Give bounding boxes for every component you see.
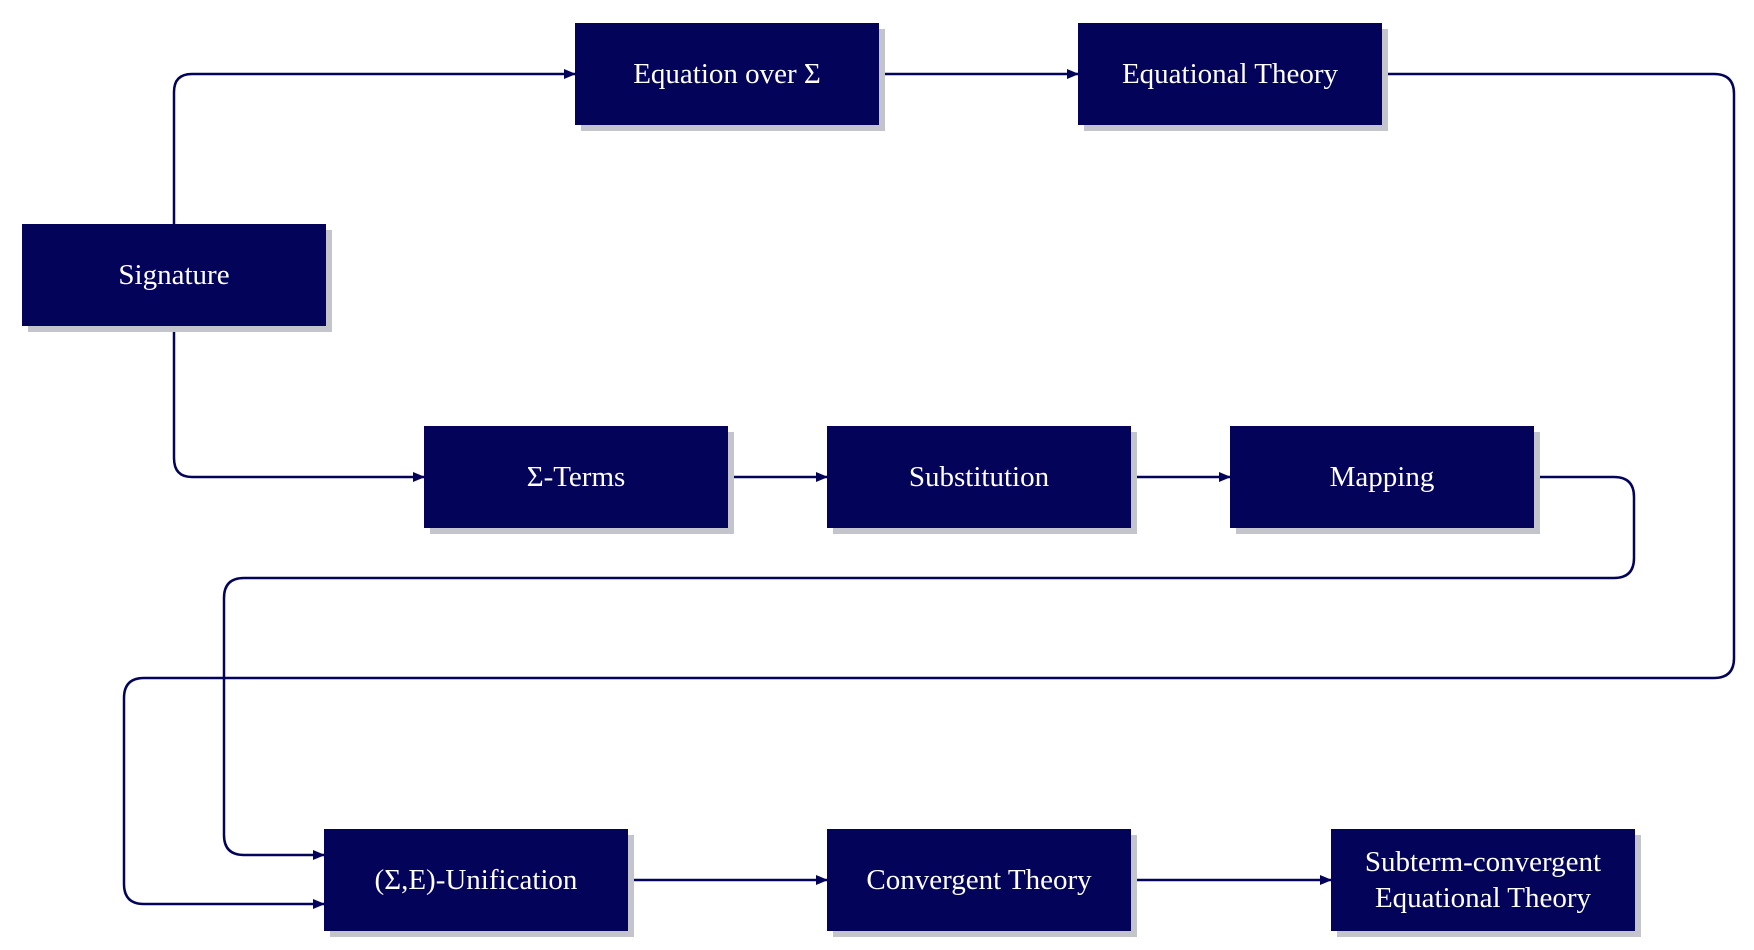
node-label: Mapping [1329, 461, 1435, 493]
node-label: Subterm-convergent Equational Theory [1364, 846, 1602, 914]
node-label: Signature [118, 259, 230, 291]
node-equation-over-sigma: Equation over Σ [575, 23, 879, 125]
node-equational-theory: Equational Theory [1078, 23, 1382, 125]
edge-eqtheory-to-unification [122, 72, 1736, 909]
node-subterm-convergent-equational-theory: Subterm-convergent Equational Theory [1331, 829, 1635, 931]
node-label: Equation over Σ [633, 58, 821, 90]
node-sigma-e-unification: (Σ,E)-Unification [324, 829, 628, 931]
node-mapping: Mapping [1230, 426, 1534, 528]
node-label: Σ-Terms [526, 461, 626, 493]
edge-signature-to-equation [172, 69, 576, 224]
node-label: Substitution [908, 461, 1050, 493]
node-convergent-theory: Convergent Theory [827, 829, 1131, 931]
node-sigma-terms: Σ-Terms [424, 426, 728, 528]
node-substitution: Substitution [827, 426, 1131, 528]
node-label: Convergent Theory [866, 864, 1092, 896]
edge-signature-to-terms [172, 326, 425, 482]
edge-mapping-to-unification [222, 475, 1636, 860]
node-label: Equational Theory [1121, 58, 1339, 90]
node-label: (Σ,E)-Unification [374, 864, 578, 896]
node-signature: Signature [22, 224, 326, 326]
